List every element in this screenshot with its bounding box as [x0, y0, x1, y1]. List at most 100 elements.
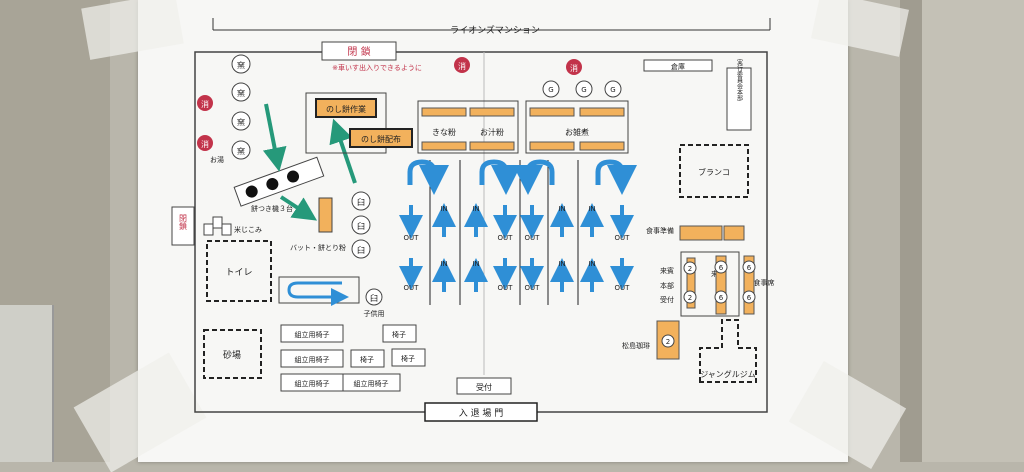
svg-text:窯: 窯 [237, 117, 245, 127]
stall-ozoni: お雑煮 [565, 127, 589, 137]
in-label: IN [588, 260, 595, 268]
guest-label: 来賓 [660, 266, 674, 275]
window-frame [900, 0, 922, 462]
svg-text:臼: 臼 [357, 221, 365, 231]
kama-icon: 窯 [231, 140, 251, 160]
usu-icon: 臼 [365, 288, 383, 306]
mgmt-label: 実行委員会本部 [736, 58, 743, 102]
gas-icon: G [575, 80, 593, 98]
in-label: IN [558, 205, 565, 213]
mochi-machine-label: 餅つき機３台 [251, 204, 293, 213]
svg-text:2: 2 [688, 265, 692, 273]
svg-text:6: 6 [719, 264, 724, 272]
noshi-work-label: のし餅作業 [326, 104, 366, 114]
svg-text:臼: 臼 [370, 293, 378, 303]
out-label: OUT [404, 234, 420, 242]
out-label: OUT [525, 284, 541, 292]
svg-text:6: 6 [719, 294, 724, 302]
svg-text:椅子: 椅子 [401, 354, 415, 363]
svg-text:G: G [581, 86, 586, 94]
rice-wash-label: 米じこみ [234, 225, 262, 234]
wheelchair-note: ※車いす出入りできるように [332, 63, 422, 72]
svg-text:消: 消 [201, 99, 209, 109]
meal-prep-label: 食事準備 [646, 226, 674, 235]
stall-kinako: きな粉 [432, 127, 456, 137]
sandpit-label: 砂場 [223, 349, 241, 361]
chair-asm: 組立用椅子 [280, 349, 344, 368]
rice-bucket-icon [203, 216, 232, 236]
svg-text:消: 消 [201, 139, 209, 149]
chair: 椅子 [391, 348, 426, 367]
noshi-dist-label: のし餅配布 [361, 134, 401, 144]
svg-text:窯: 窯 [237, 88, 245, 98]
chair-asm: 組立用椅子 [280, 324, 344, 343]
svg-text:窯: 窯 [237, 146, 245, 156]
storage-label: 倉庫 [671, 62, 685, 71]
swing-label: ブランコ [698, 167, 730, 177]
jungle-gym-label: ジャングルジム [700, 369, 756, 379]
wall-right [904, 0, 1024, 462]
chair: 椅子 [382, 324, 417, 343]
chair-asm: 組立用椅子 [280, 373, 344, 392]
in-label: IN [588, 205, 595, 213]
table-2: 22 [683, 257, 697, 309]
building-label: ライオンズマンション [450, 24, 540, 36]
gas-icon: G [604, 80, 622, 98]
svg-text:窯: 窯 [237, 60, 245, 70]
kama-icon: 窯 [231, 82, 251, 102]
fire-extinguisher-icon: 消 [197, 135, 213, 151]
chair-asm: 組立用椅子 [342, 373, 401, 392]
in-label: IN [440, 260, 447, 268]
kids-use-label: 子供用 [364, 309, 385, 318]
usu-icon: 臼 [351, 191, 371, 211]
svg-text:消: 消 [570, 63, 578, 73]
chair: 椅子 [350, 349, 385, 368]
table-6: 66 [714, 255, 728, 315]
stall-oshiruko: お汁粉 [480, 127, 504, 137]
svg-text:臼: 臼 [357, 245, 365, 255]
table-6: 66 [742, 255, 756, 315]
out-label: OUT [498, 284, 514, 292]
usu-icon: 臼 [351, 215, 371, 235]
svg-text:組立用椅子: 組立用椅子 [295, 330, 330, 339]
entrance-label: 入 退 場 門 [459, 407, 504, 419]
in-label: IN [472, 205, 479, 213]
site-map: ライオンズマンション 閉 鎖 ※車いす出入りできるように 倉庫 実行委員会本部 … [171, 18, 775, 422]
svg-text:組立用椅子: 組立用椅子 [295, 379, 330, 388]
coffee-label: 松島珈琲 [622, 341, 650, 350]
out-label: OUT [615, 234, 631, 242]
fire-extinguisher-icon: 消 [454, 57, 470, 73]
svg-text:6: 6 [747, 264, 752, 272]
fire-extinguisher-icon: 消 [566, 59, 582, 75]
out-label: OUT [498, 234, 514, 242]
hot-water-label: お湯 [210, 155, 224, 164]
out-label: OUT [615, 284, 631, 292]
closed-side-label: 閉鎖 [179, 214, 188, 231]
svg-text:組立用椅子: 組立用椅子 [354, 379, 389, 388]
reception2-label: 受付 [660, 295, 674, 304]
in-label: IN [558, 260, 565, 268]
out-label: OUT [404, 284, 420, 292]
mochi-machine [233, 156, 325, 207]
out-label: OUT [525, 234, 541, 242]
svg-text:椅子: 椅子 [360, 355, 374, 364]
kama-icon: 窯 [231, 54, 251, 74]
svg-text:消: 消 [458, 61, 466, 71]
svg-text:臼: 臼 [357, 197, 365, 207]
bat-label: バット・餅とり粉 [290, 243, 346, 252]
in-label: IN [472, 260, 479, 268]
svg-text:2: 2 [688, 294, 692, 302]
svg-text:椅子: 椅子 [392, 330, 406, 339]
svg-text:G: G [610, 86, 615, 94]
fire-extinguisher-icon: 消 [197, 95, 213, 111]
dining-label: 食事席 [754, 278, 775, 287]
closed-gate-label: 閉 鎖 [347, 45, 370, 58]
usu-icon: 臼 [351, 239, 371, 259]
svg-text:6: 6 [747, 294, 752, 302]
air-conditioner [0, 305, 54, 462]
kama-icon: 窯 [231, 111, 251, 131]
hq-label: 本部 [660, 281, 674, 290]
svg-text:G: G [548, 86, 553, 94]
svg-text:組立用椅子: 組立用椅子 [295, 355, 330, 364]
toilet-label: トイレ [225, 268, 252, 278]
